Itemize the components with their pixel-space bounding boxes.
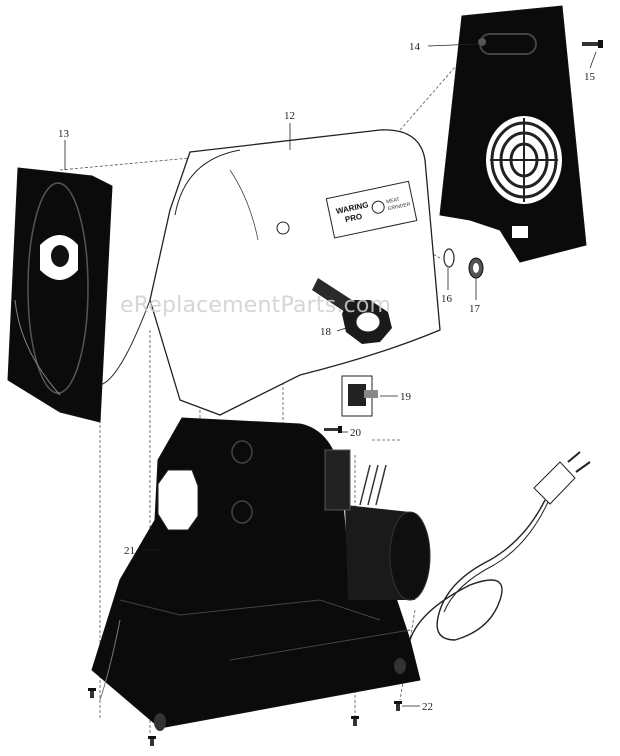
- callout-14: 14: [409, 41, 421, 53]
- callout-12: 12: [284, 110, 295, 122]
- logo-brand-line2: PRO: [344, 212, 363, 224]
- part-21-motor-base[interactable]: [91, 417, 431, 731]
- part-16-washer[interactable]: [443, 248, 455, 268]
- part-17-nut[interactable]: [468, 257, 484, 279]
- callout-16: 16: [441, 293, 453, 305]
- part-22-screws[interactable]: [88, 688, 402, 746]
- callout-22: 22: [422, 701, 433, 713]
- logo-label-line2: GRINDER: [387, 201, 411, 212]
- watermark-text: eReplacementParts.com: [120, 293, 391, 318]
- vent-grille: [486, 116, 562, 204]
- leader-lines: [64, 43, 597, 707]
- callout-13: 13: [58, 128, 70, 140]
- part-14-vent-cover[interactable]: [439, 5, 587, 263]
- part-13-end-plate[interactable]: [7, 167, 113, 423]
- side-knob: [157, 469, 199, 531]
- callout-18: 18: [320, 326, 332, 338]
- part-18-locking-knob[interactable]: [312, 278, 392, 344]
- power-cord[interactable]: [359, 451, 591, 641]
- callout-15: 15: [584, 71, 596, 83]
- callout-labels: 12 13 14 15 16 17 18 19 20 21 22: [58, 41, 596, 713]
- waring-pro-logo-plate: WARING PRO MEAT GRINDER: [325, 180, 418, 239]
- part-20-screw[interactable]: [324, 426, 342, 433]
- callout-17: 17: [469, 303, 481, 315]
- callout-20: 20: [350, 427, 362, 439]
- callout-19: 19: [400, 391, 412, 403]
- part-12-housing-cover[interactable]: WARING PRO MEAT GRINDER: [99, 129, 441, 416]
- part-19-switch[interactable]: [341, 375, 378, 417]
- logo-label-line1: MEAT: [386, 197, 400, 206]
- part-15-screw[interactable]: [582, 40, 603, 48]
- plug-icon: [533, 451, 591, 505]
- callout-21: 21: [124, 545, 135, 557]
